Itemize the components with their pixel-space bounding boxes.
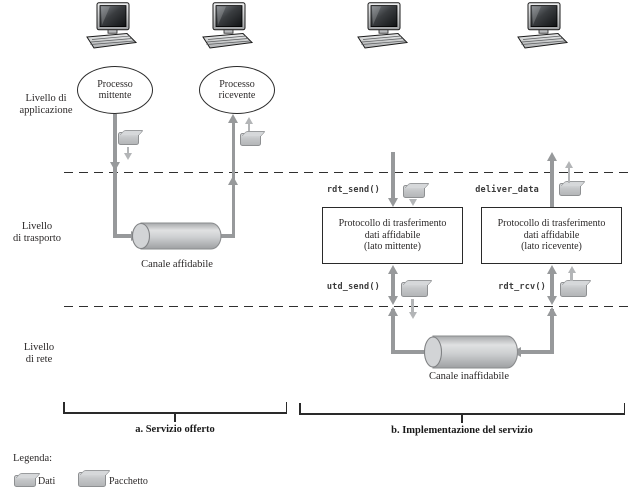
data-up-stub bbox=[247, 122, 251, 131]
sender-down-arrowhead bbox=[109, 162, 120, 171]
receiver-process-label: Processo bbox=[219, 78, 255, 90]
sender-doublearrow-line bbox=[391, 271, 395, 300]
brace-b-right-tick bbox=[623, 403, 625, 413]
brace-a-left-tick bbox=[63, 402, 65, 412]
computer-icon bbox=[199, 2, 257, 55]
receiver-boundary-arrowhead bbox=[228, 176, 238, 185]
computer-icon bbox=[514, 2, 572, 55]
data-up-arrowhead bbox=[565, 161, 573, 168]
receiver-elbow-line bbox=[214, 234, 235, 238]
receiver-network-line bbox=[550, 309, 554, 354]
packet-up-stub bbox=[570, 272, 573, 281]
reliable-channel-cylinder bbox=[131, 222, 223, 255]
packet-chip-icon bbox=[559, 183, 581, 196]
brace-a-center-tick bbox=[174, 413, 176, 422]
brace-a-bar bbox=[63, 412, 287, 414]
receiver-up-arrowhead bbox=[228, 114, 238, 123]
receiver-process-oval: Processo ricevente bbox=[199, 66, 275, 114]
data-up-stub bbox=[567, 167, 571, 183]
sender-network-line bbox=[391, 309, 395, 354]
legend-label-pacchetto: Pacchetto bbox=[109, 476, 148, 487]
legend-title: Legenda: bbox=[13, 453, 53, 464]
utd-send-label: utd_send() bbox=[326, 282, 380, 292]
unreliable-channel-cylinder bbox=[423, 335, 519, 374]
data-chip-icon bbox=[403, 185, 425, 198]
data-down-stub bbox=[126, 147, 130, 155]
sender-network-elbow bbox=[391, 350, 426, 354]
sender-doublearrow-down bbox=[387, 296, 398, 305]
computer-icon bbox=[83, 2, 141, 55]
receiver-protocol-box: Protocollo di trasferimento dati affidab… bbox=[481, 207, 622, 264]
sender-elbow-line bbox=[113, 234, 133, 238]
packet-chip-icon bbox=[78, 472, 106, 487]
caption-panel-a: a. Servizio offerto bbox=[135, 424, 215, 435]
packet-chip-icon bbox=[401, 282, 428, 297]
caption-panel-b: b. Implementazione del servizio bbox=[391, 425, 533, 436]
receiver-doublearrow-down bbox=[546, 296, 557, 305]
packet-up-arrowhead bbox=[567, 266, 576, 273]
packet-down-stub bbox=[411, 299, 414, 313]
deliver-data-arrowhead bbox=[546, 152, 557, 161]
unreliable-channel-label: Canale inaffidabile bbox=[429, 371, 509, 382]
brace-a-right-tick bbox=[285, 402, 287, 412]
rdt-send-label: rdt_send() bbox=[326, 185, 380, 195]
rdt-rcv-label: rdt_rcv() bbox=[498, 282, 546, 292]
packet-down-arrowhead bbox=[408, 312, 417, 319]
sender-protocol-box: Protocollo di trasferimento dati affidab… bbox=[322, 207, 463, 264]
packet-chip-icon bbox=[560, 282, 587, 297]
brace-b-center-tick bbox=[461, 414, 463, 423]
deliver-data-label: deliver_data bbox=[475, 185, 539, 195]
data-down-arrowhead bbox=[408, 199, 417, 206]
sender-process-oval: Processo mittente bbox=[77, 66, 153, 114]
rdt-send-arrowhead bbox=[387, 198, 398, 207]
receiver-doublearrow-line bbox=[550, 271, 554, 300]
receiver-network-elbow bbox=[520, 350, 554, 354]
sender-network-up-arrowhead bbox=[387, 307, 398, 316]
data-chip-icon bbox=[240, 133, 261, 146]
sender-doublearrow-up bbox=[387, 265, 398, 274]
sender-down-line bbox=[113, 114, 117, 238]
receiver-doublearrow-up bbox=[546, 265, 557, 274]
sender-process-label: Processo bbox=[97, 78, 133, 90]
app-transport-boundary bbox=[64, 171, 632, 174]
data-chip-icon bbox=[118, 132, 139, 145]
brace-b-bar bbox=[299, 413, 625, 415]
data-chip-icon bbox=[14, 475, 36, 487]
deliver-data-line bbox=[550, 160, 554, 208]
receiver-network-up-arrowhead bbox=[546, 307, 557, 316]
brace-b-left-tick bbox=[299, 403, 301, 413]
computer-icon bbox=[354, 2, 412, 55]
data-down-arrowhead bbox=[124, 153, 132, 160]
data-up-arrowhead bbox=[245, 117, 253, 124]
legend-label-dati: Dati bbox=[38, 476, 56, 487]
transport-network-boundary bbox=[64, 305, 632, 308]
rdt-send-line bbox=[391, 152, 395, 200]
reliable-channel-label: Canale affidabile bbox=[141, 259, 213, 270]
